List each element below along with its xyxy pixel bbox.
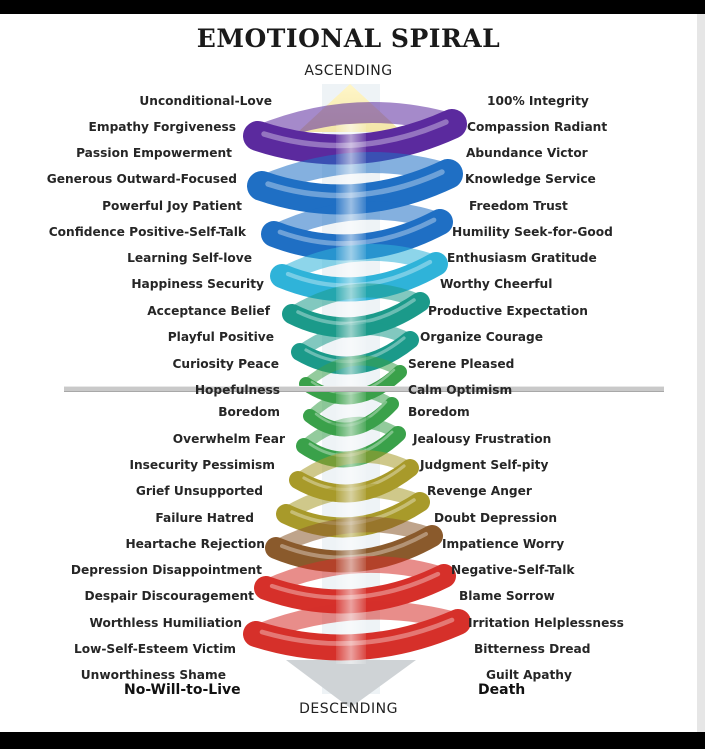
right-emotion-label: Impatience Worry	[442, 537, 565, 551]
left-emotion-label: Unconditional-Love	[139, 94, 272, 108]
spiral-graphic	[243, 84, 471, 708]
left-emotion-label: Insecurity Pessimism	[129, 458, 275, 472]
left-emotion-label: Passion Empowerment	[76, 146, 232, 160]
right-emotion-label: Organize Courage	[420, 330, 543, 344]
right-emotion-label: Freedom Trust	[469, 199, 568, 213]
right-emotion-label: Enthusiasm Gratitude	[447, 251, 597, 265]
left-emotion-label: Boredom	[218, 405, 280, 419]
left-emotion-label: Empathy Forgiveness	[88, 120, 236, 134]
left-emotion-label: Acceptance Belief	[147, 304, 270, 318]
right-emotion-label: Worthy Cheerful	[440, 277, 553, 291]
left-emotion-label: Depression Disappointment	[70, 563, 262, 577]
right-emotion-label: Jealousy Frustration	[413, 432, 552, 446]
left-emotion-label: Overwhelm Fear	[172, 432, 285, 446]
scrollbar-strip	[697, 14, 705, 732]
left-emotion-label: Failure Hatred	[155, 511, 254, 525]
right-emotion-label: Knowledge Service	[465, 172, 596, 186]
left-emotion-label: Low-Self-Esteem Victim	[73, 642, 236, 656]
right-emotion-label: Abundance Victor	[466, 146, 588, 160]
left-emotion-label: Heartache Rejection	[125, 537, 265, 551]
center-shaft-sheen	[336, 124, 366, 664]
right-emotion-label: Irritation Helplessness	[468, 616, 624, 630]
left-emotion-label: Confidence Positive-Self-Talk	[48, 225, 246, 239]
left-emotion-label: Playful Positive	[167, 330, 274, 344]
left-emotion-label: Happiness Security	[131, 277, 264, 291]
left-emotion-label: Powerful Joy Patient	[102, 199, 242, 213]
divider-line	[64, 386, 664, 392]
descending-label: DESCENDING	[299, 701, 398, 717]
left-emotion-label: Despair Discouragement	[84, 589, 254, 603]
right-emotion-label: Humility Seek-for-Good	[452, 225, 613, 239]
right-emotion-label: Bitterness Dread	[474, 642, 591, 656]
right-emotion-label: Calm Optimism	[408, 383, 513, 397]
left-emotion-label: Curiosity Peace	[172, 357, 279, 371]
left-emotion-label: Generous Outward-Focused	[46, 172, 237, 186]
bottom-left-label: No-Will-to-Live	[124, 682, 241, 698]
ascending-label: ASCENDING	[304, 63, 393, 79]
right-emotion-label: Doubt Depression	[434, 511, 558, 525]
left-emotion-label: Learning Self-love	[127, 251, 252, 265]
right-emotion-label: Revenge Anger	[427, 484, 532, 498]
right-emotion-label: 100% Integrity	[487, 94, 589, 108]
descending-arrow-icon	[286, 660, 416, 708]
poster-title: EMOTIONAL SPIRAL	[196, 24, 501, 53]
left-emotion-label: Worthless Humiliation	[89, 616, 242, 630]
right-emotion-label: Serene Pleased	[408, 357, 515, 371]
right-emotion-label: Judgment Self-pity	[420, 458, 549, 472]
right-emotion-label: Negative-Self-Talk	[451, 563, 575, 577]
right-emotion-label: Blame Sorrow	[459, 589, 555, 603]
right-emotion-label: Productive Expectation	[428, 304, 588, 318]
spiral-poster: EMOTIONAL SPIRAL ASCENDING Unconditional…	[0, 14, 697, 732]
left-emotion-label: Grief Unsupported	[135, 484, 263, 498]
bottom-right-label: Death	[478, 682, 526, 698]
right-emotion-label: Compassion Radiant	[467, 120, 608, 134]
right-emotion-label: Guilt Apathy	[486, 668, 572, 682]
right-emotion-label: Boredom	[408, 405, 470, 419]
left-emotion-label: Unworthiness Shame	[80, 668, 226, 682]
left-emotion-label: Hopefulness	[194, 383, 280, 397]
